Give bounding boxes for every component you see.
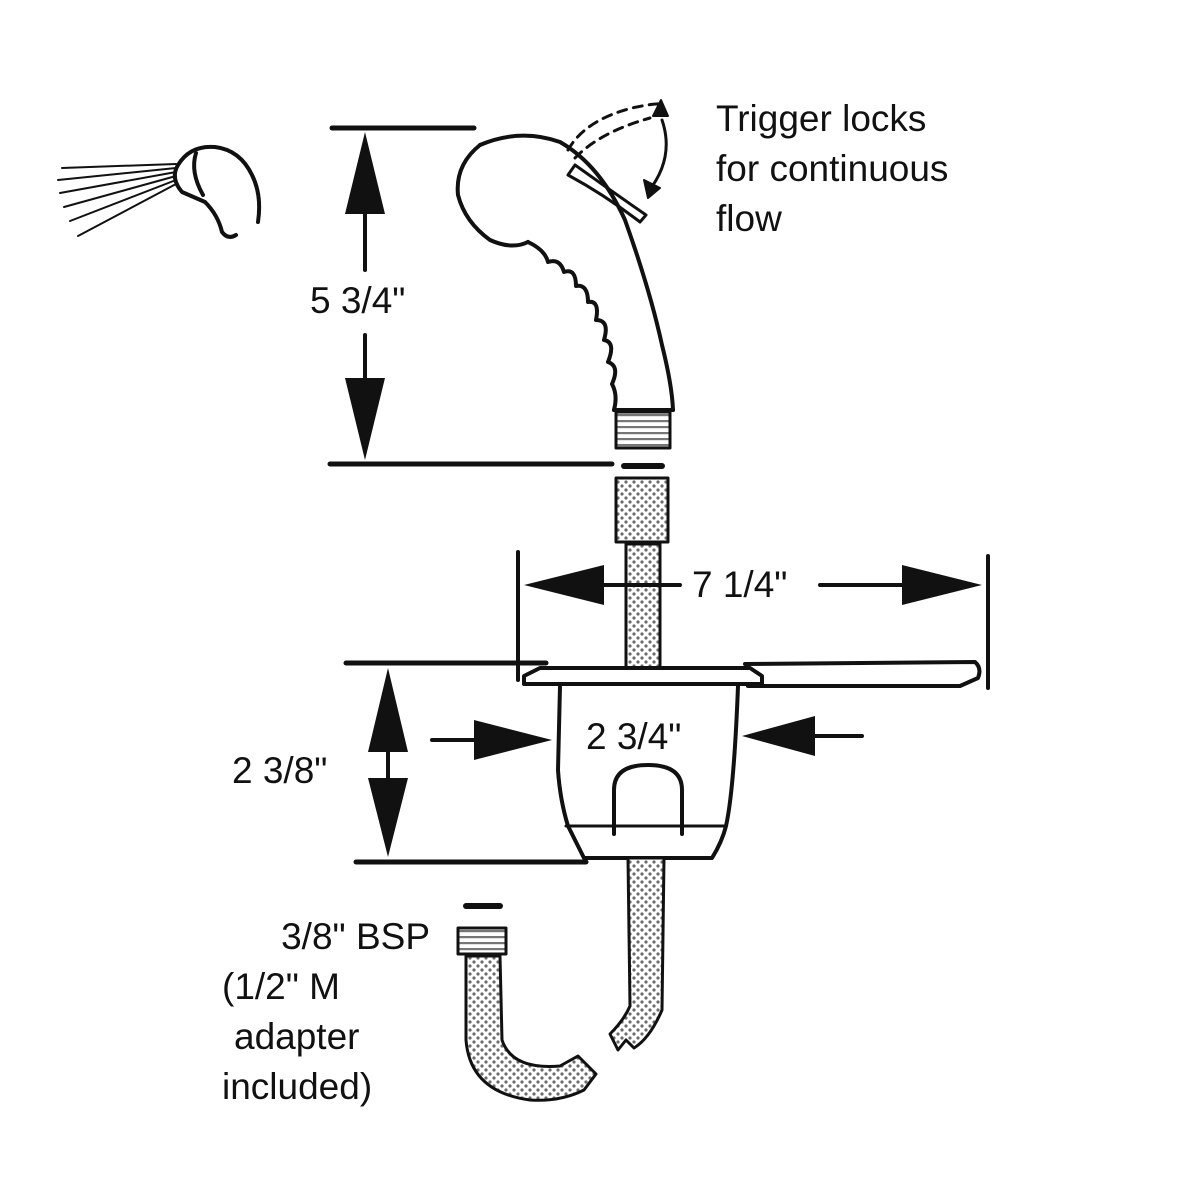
trigger-note-line-2: for continuous [716, 148, 949, 189]
hose-j-section [464, 954, 598, 1102]
overall-width-dimension [516, 550, 990, 690]
trigger-note: Trigger locks for continuous flow [716, 94, 948, 244]
hose-lower [608, 856, 666, 1052]
shower-handset [455, 133, 675, 412]
connection-note: 3/8" BSP (1/2" M adapter included) [222, 912, 430, 1112]
hose-coupling [614, 476, 670, 544]
handle-height-dimension [327, 125, 615, 467]
spray-view-icon [57, 144, 262, 239]
trigger-lever [566, 99, 669, 224]
handle-height-label: 5 3/4" [310, 280, 406, 321]
housing-width-dimension [430, 716, 864, 760]
connection-note-line-2: (1/2" M [222, 966, 340, 1007]
trigger-note-line-3: flow [716, 198, 782, 239]
trigger-note-line-1: Trigger locks [716, 98, 927, 139]
hose-end-fitting [456, 926, 508, 956]
housing-height-dimension [343, 660, 589, 865]
housing-width-label: 2 3/4" [586, 716, 682, 757]
connection-note-line-4: included) [222, 1066, 373, 1107]
overall-width-label: 7 1/4" [692, 564, 788, 605]
connection-note-line-1: 3/8" BSP [281, 916, 430, 957]
housing-height-label: 2 3/8" [232, 750, 328, 791]
hose-upper [624, 542, 662, 674]
connection-note-line-3: adapter [234, 1016, 360, 1057]
handset-threaded-end [614, 410, 672, 450]
deck-mount-housing [522, 660, 982, 860]
